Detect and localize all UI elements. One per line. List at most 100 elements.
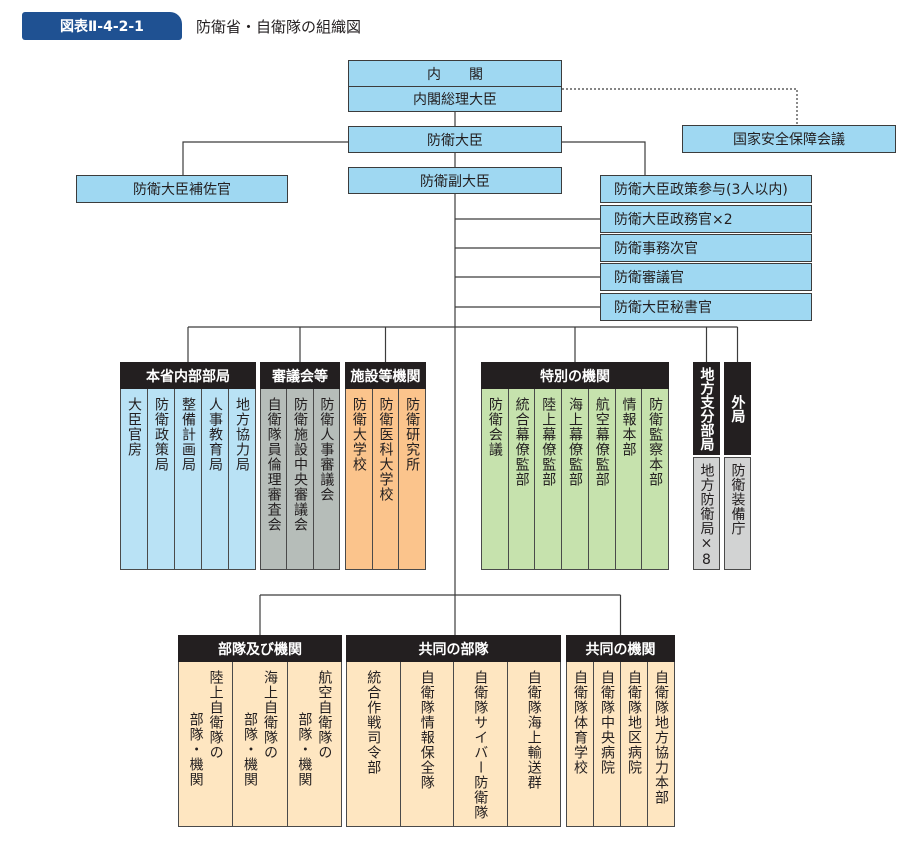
org-column: 統合作戦司令部 — [347, 662, 400, 826]
group-columns: 自衛隊体育学校 自衛隊中央病院 自衛隊地区病院 自衛隊地方協力本部 — [566, 662, 675, 827]
vice-minister-admin-box: 防衛事務次官 — [600, 234, 812, 262]
group-header-external: 外局 — [724, 362, 751, 455]
group-header-label: 地方支分部局 — [698, 366, 715, 451]
figure-title: 防衛省・自衛隊の組織図 — [196, 17, 362, 36]
group-columns: 自衛隊員倫理審査会 防衛施設中央審議会 防衛人事審議会 — [260, 389, 340, 570]
org-label: 航空幕僚監部 — [593, 397, 610, 487]
group-header: 本省内部部局 — [120, 362, 256, 389]
org-label: 防衛大学校 — [350, 397, 367, 472]
org-column: 陸上自衛隊の 部隊・機関 — [179, 662, 232, 826]
org-column: 防衛政策局 — [147, 389, 174, 569]
org-column: 自衛隊情報保全隊 — [399, 662, 454, 826]
org-column: 航空自衛隊の 部隊・機関 — [286, 662, 341, 826]
group-header: 施設等機関 — [345, 362, 426, 389]
org-label: 自衛隊中央病院 — [599, 670, 615, 775]
org-column: 大臣官房 — [121, 389, 147, 569]
org-column: 自衛隊海上輸送群 — [506, 662, 561, 826]
org-label: 整備計画局 — [180, 397, 196, 472]
nsc-box: 国家安全保障会議 — [682, 125, 896, 153]
org-column: 自衛隊地方協力本部 — [647, 662, 674, 826]
connector-minister-policy — [562, 141, 646, 175]
org-column: 統合幕僚監部 — [507, 389, 535, 569]
group-header: 共同の部隊 — [346, 635, 561, 662]
group-special: 特別の機関 防衛会議 統合幕僚監部 陸上幕僚監部 海上幕僚監部 航空幕僚監部 情… — [481, 362, 669, 570]
prime-minister-box: 内閣総理大臣 — [348, 86, 562, 112]
group-columns: 防衛会議 統合幕僚監部 陸上幕僚監部 海上幕僚監部 航空幕僚監部 情報本部 防衛… — [481, 389, 669, 570]
group-columns: 大臣官房 防衛政策局 整備計画局 人事教育局 地方協力局 — [120, 389, 256, 570]
org-label: 防衛監察本部 — [647, 397, 664, 487]
org-column: 防衛監察本部 — [641, 389, 668, 569]
org-label: 防衛研究所 — [404, 397, 421, 472]
org-label: 自衛隊地方協力本部 — [653, 670, 669, 805]
org-label: 防衛装備庁 — [729, 463, 746, 536]
special-advisor-box: 防衛大臣補佐官 — [76, 175, 288, 203]
org-column: 防衛人事審議会 — [312, 389, 339, 569]
org-label: 自衛隊体育学校 — [572, 670, 588, 775]
deputy-minister-box: 防衛審議官 — [600, 263, 812, 291]
org-label-line1: 航空自衛隊の — [316, 670, 333, 760]
org-label-line1: 陸上自衛隊の — [207, 670, 224, 760]
group-header: 共同の機関 — [566, 635, 675, 662]
org-column: 航空幕僚監部 — [587, 389, 615, 569]
org-label: 自衛隊地区病院 — [626, 670, 642, 775]
group-councils: 審議会等 自衛隊員倫理審査会 防衛施設中央審議会 防衛人事審議会 — [260, 362, 340, 570]
org-label-line1: 海上自衛隊の — [261, 670, 278, 760]
org-label: 自衛隊サイバー防衛隊 — [472, 670, 489, 820]
org-column: 地方協力局 — [228, 389, 255, 569]
org-column: 自衛隊体育学校 — [567, 662, 593, 826]
org-column: 自衛隊中央病院 — [593, 662, 620, 826]
org-label: 防衛人事審議会 — [318, 397, 335, 502]
org-column: 防衛大学校 — [346, 389, 372, 569]
group-header-regional: 地方支分部局 — [693, 362, 720, 455]
org-label: 情報本部 — [620, 397, 637, 457]
group-sdf-units: 部隊及び機関 陸上自衛隊の 部隊・機関 海上自衛隊の 部隊・機関 航空自衛隊の … — [178, 635, 342, 827]
org-label: 陸上幕僚監部 — [540, 397, 557, 487]
parliamentary-secretary-box: 防衛大臣政務官×2 — [600, 205, 812, 233]
group-columns: 統合作戦司令部 自衛隊情報保全隊 自衛隊サイバー防衛隊 自衛隊海上輸送群 — [346, 662, 561, 827]
org-label: 人事教育局 — [207, 397, 223, 472]
org-label: 防衛施設中央審議会 — [291, 397, 308, 532]
org-column: 整備計画局 — [174, 389, 201, 569]
group-joint-units: 共同の部隊 統合作戦司令部 自衛隊情報保全隊 自衛隊サイバー防衛隊 自衛隊海上輸… — [346, 635, 561, 827]
org-label: 防衛医科大学校 — [377, 397, 394, 502]
org-column: 防衛会議 — [482, 389, 508, 569]
group-internal-bureaus: 本省内部部局 大臣官房 防衛政策局 整備計画局 人事教育局 地方協力局 — [120, 362, 256, 570]
org-column: 海上自衛隊の 部隊・機関 — [232, 662, 286, 826]
group-header: 部隊及び機関 — [178, 635, 342, 662]
org-label: 海上幕僚監部 — [567, 397, 584, 487]
group-joint-orgs: 共同の機関 自衛隊体育学校 自衛隊中央病院 自衛隊地区病院 自衛隊地方協力本部 — [566, 635, 675, 827]
org-label: 統合作戦司令部 — [365, 670, 382, 775]
org-label: 自衛隊海上輸送群 — [525, 670, 542, 790]
org-column: 防衛研究所 — [398, 389, 425, 569]
vice-minister-box: 防衛副大臣 — [348, 167, 562, 194]
regional-bureau-box: 地方防衛局×8 — [693, 457, 720, 570]
policy-advisor-box: 防衛大臣政策参与(3人以内) — [600, 175, 812, 203]
minister-box: 防衛大臣 — [348, 126, 562, 153]
org-column: 自衛隊地区病院 — [620, 662, 647, 826]
cabinet-box: 内 閣 — [348, 60, 562, 87]
group-columns: 陸上自衛隊の 部隊・機関 海上自衛隊の 部隊・機関 航空自衛隊の 部隊・機関 — [178, 662, 342, 827]
org-label: 大臣官房 — [126, 397, 142, 457]
org-column: 情報本部 — [614, 389, 642, 569]
org-column: 防衛施設中央審議会 — [286, 389, 312, 569]
org-column: 陸上幕僚監部 — [534, 389, 561, 569]
org-label: 地方防衛局×8 — [698, 463, 715, 569]
org-label: 自衛隊情報保全隊 — [418, 670, 435, 790]
group-header: 審議会等 — [260, 362, 340, 389]
private-secretary-box: 防衛大臣秘書官 — [600, 293, 812, 321]
org-label-line2: 部隊・機関 — [296, 712, 313, 787]
org-column: 海上幕僚監部 — [561, 389, 588, 569]
org-column: 自衛隊サイバー防衛隊 — [453, 662, 507, 826]
external-agency-box: 防衛装備庁 — [724, 457, 751, 570]
org-label: 自衛隊員倫理審査会 — [265, 397, 282, 532]
group-header-label: 外局 — [729, 394, 746, 423]
org-label: 統合幕僚監部 — [513, 397, 530, 487]
connector-nsc-dashed — [562, 88, 798, 125]
org-column: 防衛医科大学校 — [371, 389, 399, 569]
org-label: 防衛政策局 — [153, 397, 169, 472]
org-label: 防衛会議 — [486, 397, 503, 457]
org-column: 人事教育局 — [201, 389, 228, 569]
group-facilities: 施設等機関 防衛大学校 防衛医科大学校 防衛研究所 — [345, 362, 426, 570]
org-label-line2: 部隊・機関 — [187, 712, 204, 787]
